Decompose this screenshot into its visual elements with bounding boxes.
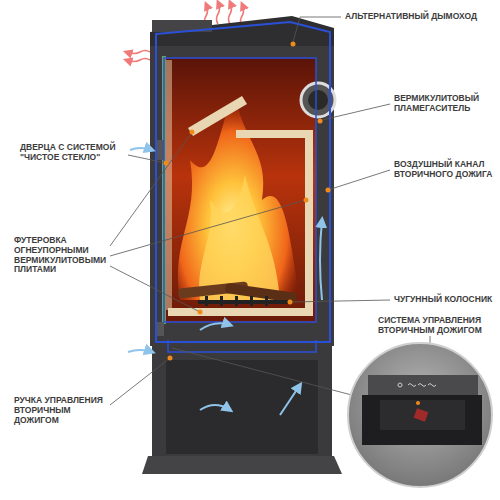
top-cap [150,16,334,46]
pedestal [152,346,332,456]
callout-label: ДВЕРЦА С СИСТЕМОЙ "ЧИСТОЕ СТЕКЛО" [20,143,126,163]
callout-label: СИСТЕМА УПРАВЛЕНИЯ ВТОРИЧНЫМ ДОЖИГОМ [378,316,494,336]
detail-inset [348,343,492,487]
callout-label: ЧУГУННЫЙ КОЛОСНИК [394,295,494,305]
callout-label: ВЕРМИКУЛИТОВЫЙ ПЛАМЕГАСИТЕЛЬ [394,94,494,114]
base-plate [142,456,342,474]
callout-label: ВОЗДУШНЫЙ КАНАЛ ВТОРИЧНОГО ДОЖИГА [394,160,494,180]
callout-label: ФУТЕРОВКА ОГНЕУПОРНЫМИ ВЕРМИКУЛИТОВЫМИ П… [14,236,108,275]
callout-label: РУЧКА УПРАВЛЕНИЯ ВТОРИЧНЫМ ДОЖИГОМ [14,396,108,425]
firebox [164,58,316,322]
callout-label: АЛЬТЕРНАТИВНЫЙ ДЫМОХОД [345,12,495,22]
control-handle [414,408,429,422]
